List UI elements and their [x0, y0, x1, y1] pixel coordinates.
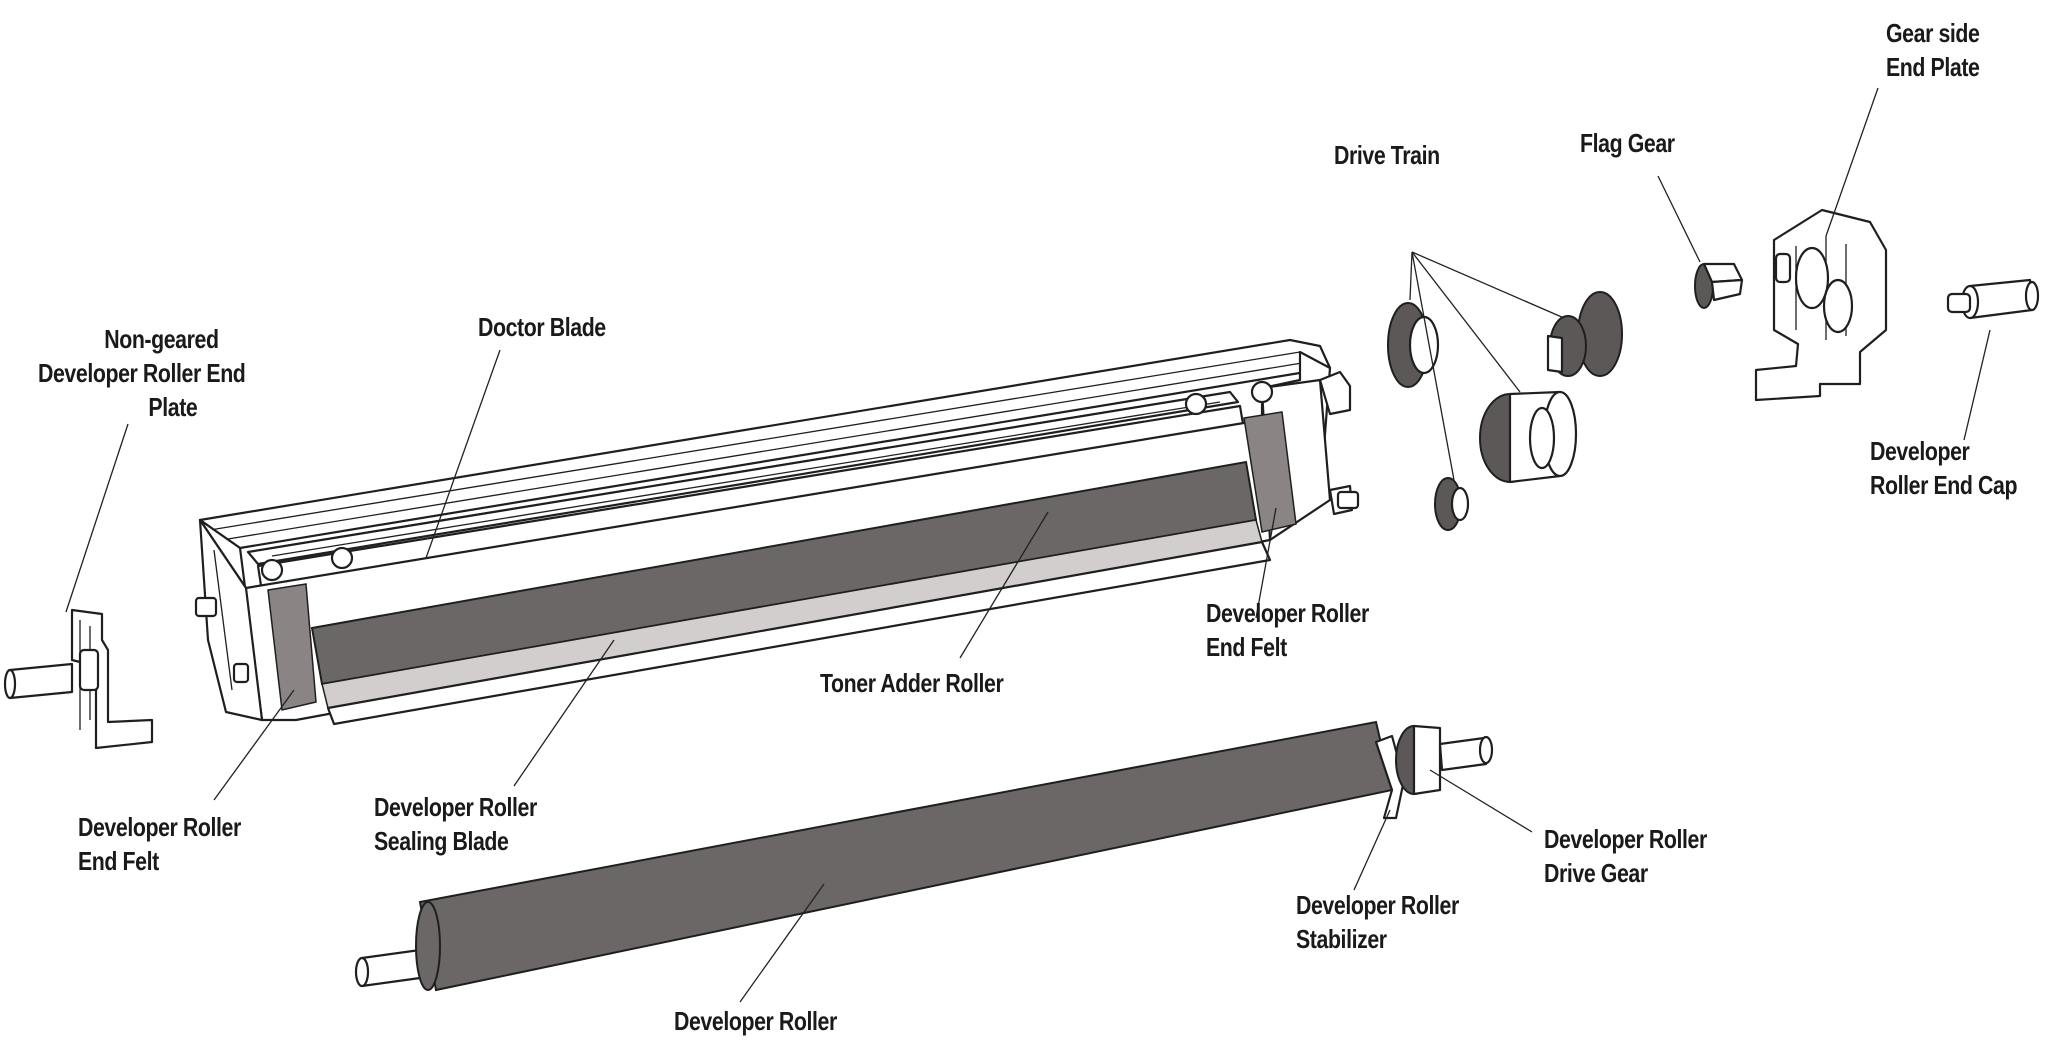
gear-side-end-plate-label: Gear side End Plate	[1886, 18, 1980, 82]
stabilizer-label: Developer Roller Stabilizer	[1296, 890, 1459, 954]
doctor-blade-label: Doctor Blade	[478, 312, 606, 342]
flag-gear-label: Flag Gear	[1580, 128, 1675, 158]
sealing-blade-label: Developer Roller Sealing Blade	[374, 792, 537, 856]
end-felt-left-label: Developer Roller End Felt	[78, 812, 241, 876]
gear-side-end-plate-part	[1756, 210, 1886, 400]
end-cap-label: Developer Roller End Cap	[1870, 436, 2018, 500]
drive-train-gears-part	[1388, 292, 1622, 530]
drive-train-label: Drive Train	[1334, 140, 1440, 170]
end-cap-part	[1948, 280, 2038, 318]
flag-gear-part	[1695, 264, 1742, 308]
toner-adder-roller-label: Toner Adder Roller	[820, 668, 1004, 698]
non-geared-end-plate-part	[5, 610, 152, 748]
developer-housing-part	[196, 340, 1358, 724]
drive-gear-label: Developer Roller Drive Gear	[1544, 824, 1707, 888]
non-geared-end-plate-label: Non-geared Developer Roller End Plate	[38, 324, 246, 422]
developer-roller-part	[356, 722, 1492, 990]
developer-roller-label: Developer Roller	[674, 1006, 837, 1036]
end-felt-right-label: Developer Roller End Felt	[1206, 598, 1369, 662]
leader-lines	[65, 87, 1991, 1003]
